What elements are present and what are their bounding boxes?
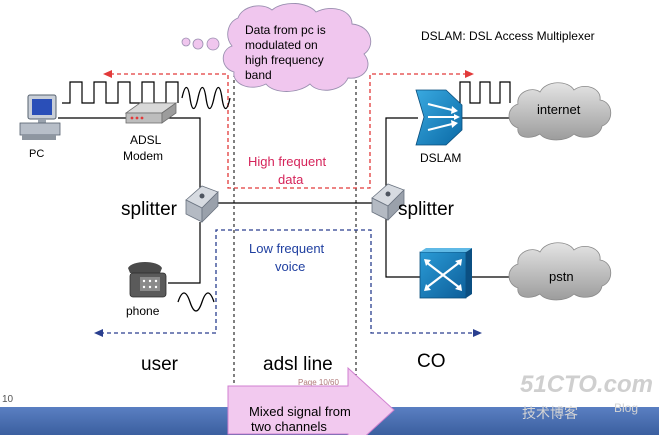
mixed-callout-line1: Mixed signal from [249,404,351,419]
wire-phone-splitter [168,222,201,284]
low-band-label-line1: Low frequent [249,241,325,256]
slide-number: 10 [2,394,14,405]
splitter-right-icon [371,183,405,221]
page-number-partial: Page 10/60 [298,378,339,387]
dslam-legend: DSLAM: DSL Access Multiplexer [421,29,595,43]
phone-icon [128,262,167,298]
internet-cloud [508,82,612,141]
splitter-right-label: splitter [398,199,455,220]
user-zone-label: user [141,354,179,375]
low-band-region [94,229,482,337]
mixed-signal-callout [227,366,395,435]
splitter-left-icon [185,185,219,223]
cloud-note-line2: modulated on [245,38,318,52]
adsl-line-zone-label: adsl line [263,354,333,375]
splitter-left-label: splitter [121,199,178,220]
pc-label: PC [29,148,44,160]
co-zone-label: CO [417,351,446,372]
watermark-site: 51CTO.com [520,371,653,398]
dslam-icon [415,89,463,146]
adsl-modem-icon [124,102,178,124]
watermark-blog-cn: 技术博客 [522,405,578,421]
watermark-blog: Blog [614,401,638,415]
cloud-note-line1: Data from pc is [245,23,326,37]
sine-wave-high [181,86,231,110]
cloud-note-line3: high frequency [245,53,324,67]
low-band-label-line2: voice [275,259,305,274]
internet-label: internet [537,102,581,117]
pstn-cloud [508,242,612,301]
wire-splitter-switch [385,218,420,278]
phone-label: phone [126,304,160,318]
dslam-label: DSLAM [420,151,461,165]
pc-icon [19,94,61,140]
pstn-label: pstn [549,269,574,284]
thought-cloud [181,3,372,92]
high-band-label-line2: data [278,172,304,187]
high-band-label-line1: High frequent [248,154,326,169]
modem-label-line2: Modem [123,149,163,163]
cloud-note-line4: band [245,68,272,82]
mixed-callout-line2: two channels [251,419,327,434]
sine-wave-low [177,292,215,312]
modem-label-line1: ADSL [130,133,162,147]
square-wave-left [62,81,179,104]
wire-splitter-dslam [385,117,418,192]
square-wave-right [459,81,511,104]
high-band-region [103,70,474,189]
switch-icon [419,248,472,299]
